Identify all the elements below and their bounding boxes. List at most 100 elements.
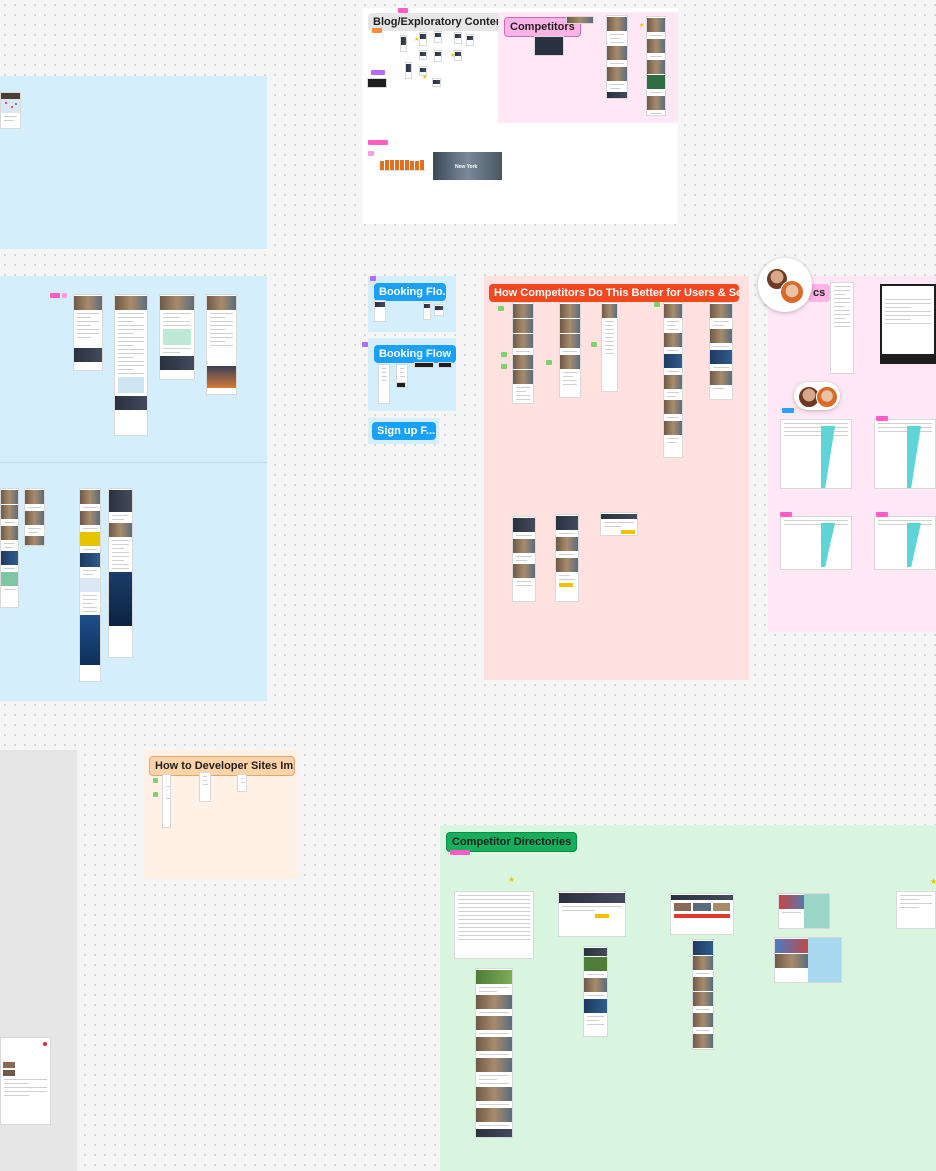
frame-thumb[interactable] xyxy=(405,62,412,79)
frame-thumb[interactable] xyxy=(419,50,427,60)
frame-thumb[interactable] xyxy=(162,774,171,828)
sticky-note[interactable] xyxy=(368,140,388,145)
sticky-note[interactable] xyxy=(371,70,385,75)
sticky-note[interactable] xyxy=(546,360,552,365)
section-label-sign-up[interactable]: Sign up F... xyxy=(372,422,436,440)
frame-table-thumb[interactable] xyxy=(874,419,936,489)
section-developer-sites[interactable]: How to Developer Sites Im... xyxy=(143,750,298,879)
sticky-note[interactable] xyxy=(654,302,660,307)
frame-page-thumb[interactable] xyxy=(663,302,683,458)
sticky-note[interactable] xyxy=(62,293,67,298)
frame-thumb[interactable] xyxy=(466,34,474,46)
frame-thumb[interactable] xyxy=(534,36,564,56)
section-competitors[interactable]: Competitors ★ xyxy=(498,12,678,123)
section-booking-flow-1[interactable]: Booking Flo... xyxy=(368,276,456,332)
frame-thumb[interactable] xyxy=(434,31,442,43)
section-label-booking-flow-2[interactable]: Booking Flow xyxy=(374,345,457,363)
frame-thumb[interactable] xyxy=(199,772,211,802)
section-left-top[interactable] xyxy=(0,76,267,249)
frame-page-thumb[interactable] xyxy=(206,294,237,395)
section-left-bottom[interactable] xyxy=(0,750,77,1171)
section-competitor-directories[interactable]: Competitor Directories ★ ★ xyxy=(440,825,936,1171)
sticky-note[interactable] xyxy=(153,778,158,783)
frame-page-thumb[interactable] xyxy=(108,488,133,658)
frame-thumb[interactable] xyxy=(414,362,434,368)
new-york-thumb[interactable]: New York xyxy=(433,152,502,180)
section-sign-up[interactable]: Sign up F... xyxy=(368,418,439,444)
section-blog-exploratory[interactable]: Blog/Exploratory Content ★ ★ ★ Competito… xyxy=(362,8,678,224)
sticky-note[interactable] xyxy=(398,8,408,13)
frame-table-thumb[interactable] xyxy=(780,516,852,570)
frame-page-thumb[interactable] xyxy=(512,516,536,602)
section-label-analytics[interactable]: cs xyxy=(808,284,831,302)
frame-directory-thumb[interactable] xyxy=(778,893,830,929)
frame-page-thumb[interactable] xyxy=(583,946,608,1037)
sticky-note[interactable] xyxy=(498,306,504,311)
sticky-note[interactable] xyxy=(362,342,368,347)
frame-page-thumb[interactable] xyxy=(692,939,714,1050)
frame-thumb[interactable] xyxy=(454,32,462,44)
sticky-note[interactable] xyxy=(450,850,470,855)
frame-thumb[interactable] xyxy=(438,362,452,368)
frame-thumb[interactable] xyxy=(434,50,442,62)
section-label-blog[interactable]: Blog/Exploratory Content xyxy=(368,13,512,31)
frame-page-thumb[interactable] xyxy=(0,488,19,608)
frame-thumb[interactable] xyxy=(419,32,427,46)
bar-chart-thumb[interactable] xyxy=(380,150,426,171)
sticky-note[interactable] xyxy=(501,364,507,369)
frame-directory-thumb[interactable] xyxy=(558,891,626,937)
frame-thumb[interactable] xyxy=(566,16,594,24)
section-label-competitor-directories[interactable]: Competitor Directories xyxy=(446,832,578,852)
frame-page-thumb[interactable] xyxy=(601,302,618,392)
sticky-note[interactable] xyxy=(876,512,888,517)
section-analytics[interactable]: cs xyxy=(768,276,936,632)
frame-directory-thumb[interactable] xyxy=(454,891,534,959)
sticky-note[interactable] xyxy=(370,276,376,281)
frame-page-thumb[interactable] xyxy=(79,488,101,682)
frame-page-thumb[interactable] xyxy=(512,302,534,404)
sticky-note[interactable] xyxy=(50,293,60,298)
frame-table-thumb[interactable] xyxy=(874,516,936,570)
section-how-competitors[interactable]: How Competitors Do This Better for Users… xyxy=(484,276,749,680)
frame-thumb[interactable] xyxy=(434,304,444,316)
frame-directory-thumb[interactable] xyxy=(896,891,936,929)
avatar-icon[interactable] xyxy=(758,258,812,312)
frame-report-thumb[interactable] xyxy=(880,284,936,364)
frame-thumb[interactable] xyxy=(374,300,386,322)
section-label-developer-sites[interactable]: How to Developer Sites Im... xyxy=(149,756,295,776)
sticky-note[interactable] xyxy=(501,352,507,357)
frame-page-thumb[interactable] xyxy=(159,294,195,380)
frame-page-thumb[interactable] xyxy=(114,294,148,436)
sticky-note[interactable] xyxy=(591,342,597,347)
sticky-note[interactable] xyxy=(153,792,158,797)
frame-page-thumb[interactable] xyxy=(475,968,513,1138)
sticky-note[interactable] xyxy=(876,416,888,421)
frame-page-thumb[interactable] xyxy=(0,1037,51,1125)
frame-page-thumb[interactable] xyxy=(709,302,733,400)
section-booking-flow-2[interactable]: Booking Flow xyxy=(362,338,457,411)
sticky-note[interactable] xyxy=(368,151,374,156)
frame-thumb[interactable] xyxy=(454,50,462,61)
frame-thumb[interactable] xyxy=(830,282,854,374)
frame-page-thumb[interactable] xyxy=(73,294,103,371)
section-label-booking-flow-1[interactable]: Booking Flo... xyxy=(374,283,446,301)
frame-thumb[interactable] xyxy=(237,774,247,792)
frame-page-thumb[interactable] xyxy=(646,16,666,116)
section-left-middle[interactable] xyxy=(0,276,267,701)
frame-directory-thumb[interactable] xyxy=(774,937,842,983)
frame-thumb[interactable] xyxy=(396,382,406,388)
frame-map-thumb[interactable] xyxy=(0,92,21,129)
frame-page-thumb[interactable] xyxy=(555,514,579,602)
sticky-note[interactable] xyxy=(782,408,794,413)
frame-page-thumb[interactable] xyxy=(606,15,628,99)
frame-thumb[interactable] xyxy=(423,302,431,320)
sticky-note[interactable] xyxy=(780,512,792,517)
avatar-icon[interactable] xyxy=(794,382,840,410)
sticky-note[interactable] xyxy=(372,28,382,33)
frame-thumb[interactable] xyxy=(367,78,387,88)
frame-thumb[interactable] xyxy=(400,35,407,52)
section-label-how-competitors[interactable]: How Competitors Do This Better for Users… xyxy=(489,284,739,302)
frame-thumb[interactable] xyxy=(600,512,638,536)
frame-thumb[interactable] xyxy=(419,66,427,76)
frame-table-thumb[interactable] xyxy=(780,419,852,489)
